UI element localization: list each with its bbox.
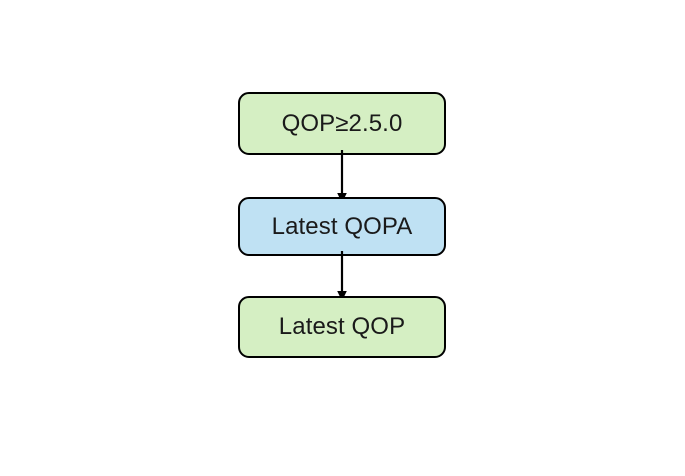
flowchart-node-label: QOP≥2.5.0 xyxy=(281,109,403,137)
flowchart-node-label: Latest QOPA xyxy=(271,212,413,240)
flowchart-node-latest-qopa[interactable]: Latest QOPA xyxy=(238,197,446,256)
flowchart-node-qop-version[interactable]: QOP≥2.5.0 xyxy=(238,92,446,155)
flowchart-node-latest-qop[interactable]: Latest QOP xyxy=(238,296,446,358)
flowchart-arrow-latest-qopa-to-latest-qop xyxy=(337,251,347,301)
flowchart-arrow-qop-version-to-latest-qopa xyxy=(337,150,347,203)
flowchart-node-label: Latest QOP xyxy=(278,313,406,340)
